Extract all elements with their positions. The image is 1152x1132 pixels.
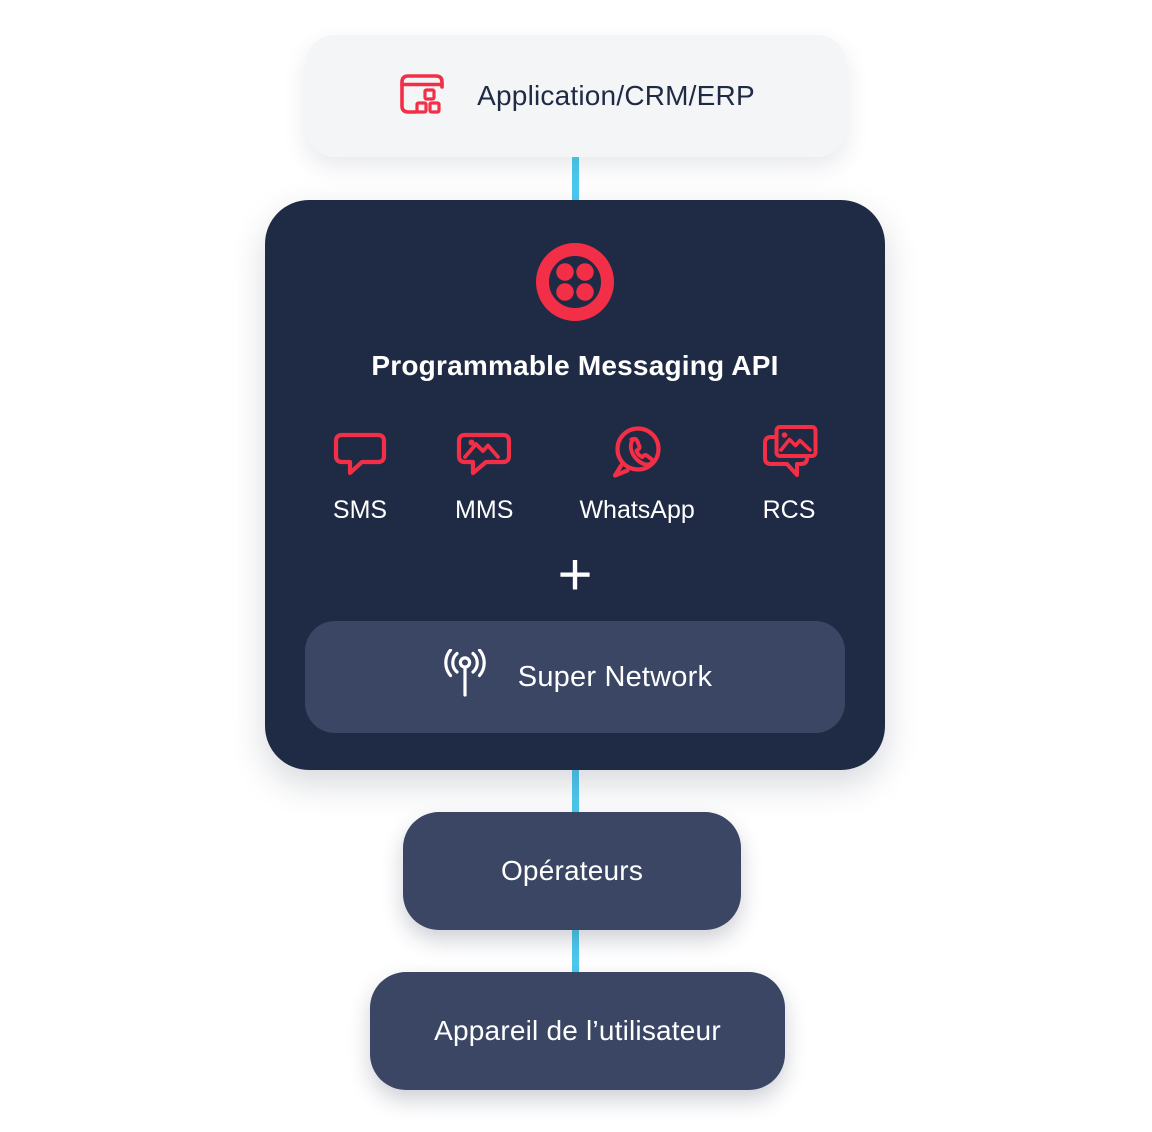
connector-api-to-operators (572, 768, 579, 816)
user-device-box: Appareil de l’utilisateur (370, 972, 785, 1090)
mms-image-chat-icon (453, 422, 515, 480)
plus-sign: + (557, 541, 593, 608)
connector-operators-to-device (572, 928, 579, 976)
application-box-label: Application/CRM/ERP (477, 80, 755, 111)
twilio-logo-icon (533, 240, 617, 324)
channel-label: MMS (455, 496, 514, 524)
rcs-rich-chat-icon (759, 422, 819, 480)
connector-app-to-api (572, 155, 579, 203)
channel-label: WhatsApp (579, 496, 695, 524)
sms-chat-icon (331, 422, 389, 480)
api-title: Programmable Messaging API (371, 350, 779, 381)
channels-row: SMS MMS (265, 422, 885, 525)
channel-label: RCS (762, 496, 816, 524)
app-window-icon (397, 71, 449, 122)
channel-rcs: RCS (759, 422, 819, 525)
whatsapp-icon (606, 422, 668, 480)
channel-sms: SMS (331, 422, 389, 525)
application-box: Application/CRM/ERP (305, 35, 847, 157)
operators-box: Opérateurs (403, 812, 741, 930)
broadcast-antenna-icon (438, 647, 492, 706)
user-device-label: Appareil de l’utilisateur (434, 1015, 721, 1046)
channel-mms: MMS (453, 422, 515, 525)
operators-label: Opérateurs (500, 855, 644, 886)
super-network-label: Super Network (517, 660, 713, 693)
channel-whatsapp: WhatsApp (579, 422, 695, 525)
messaging-api-box: Programmable Messaging API SMS (265, 200, 885, 770)
super-network-pill: Super Network (305, 621, 845, 733)
channel-label: SMS (332, 496, 388, 524)
